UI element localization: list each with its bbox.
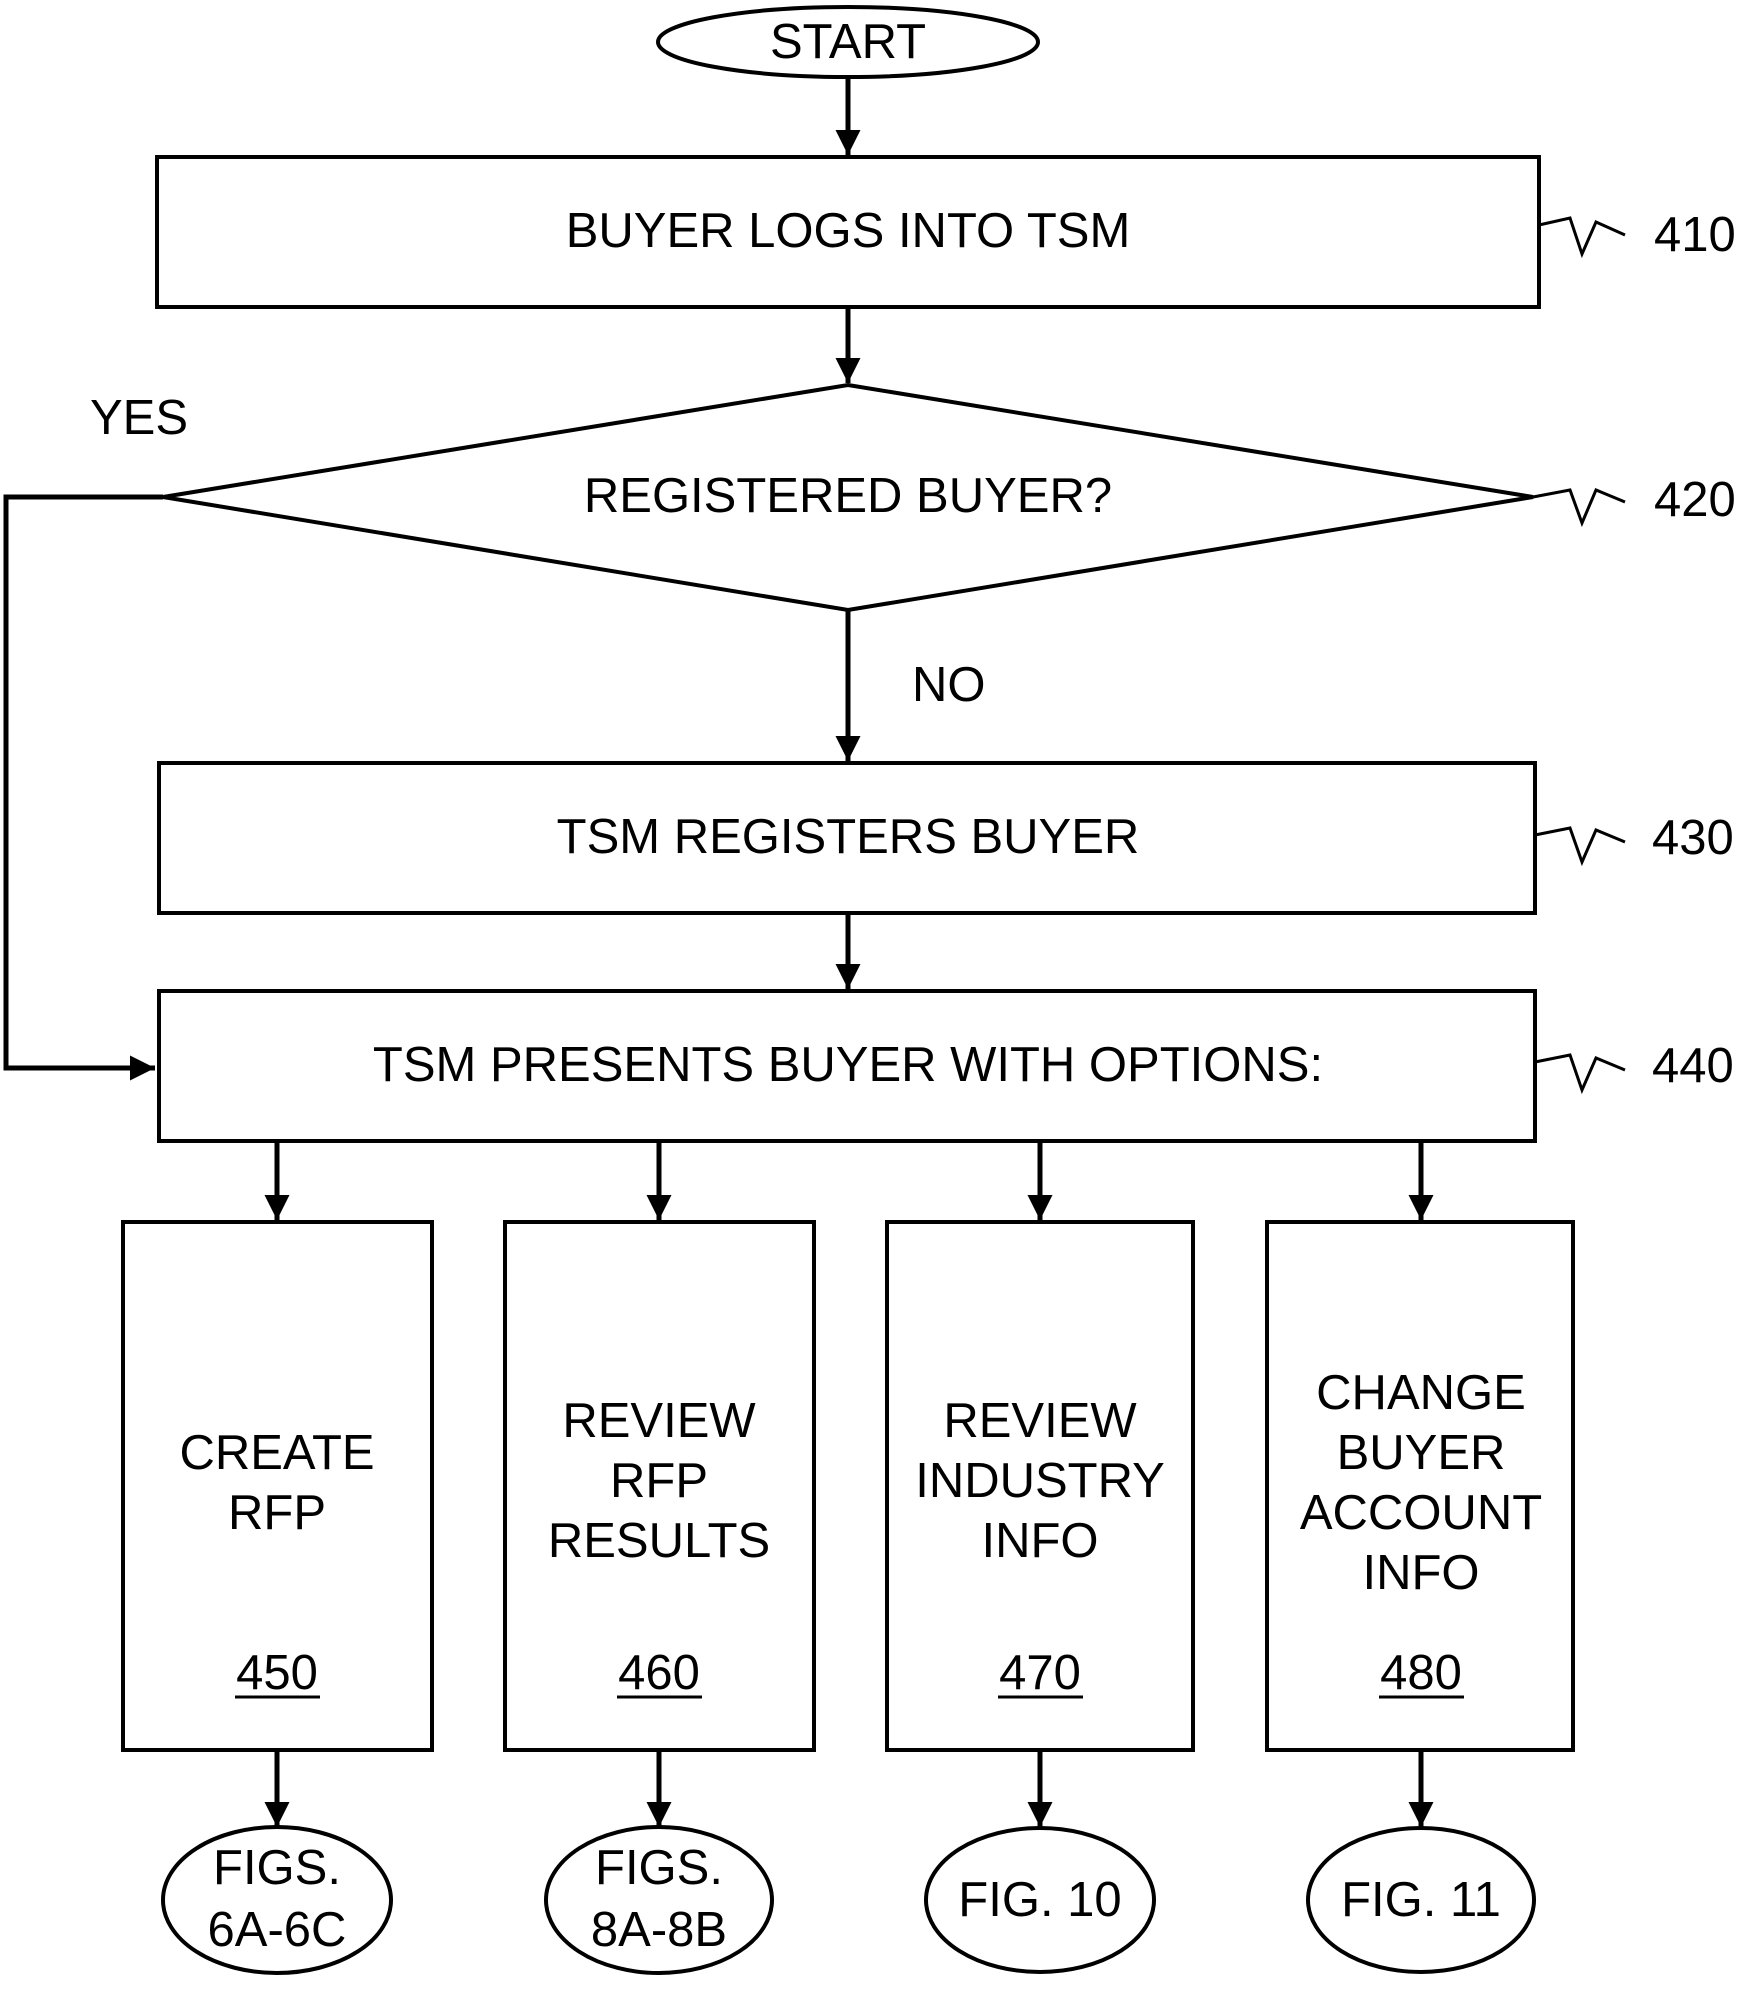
- terminal-fig-11: FIG. 11: [1308, 1828, 1534, 1972]
- step-register: TSM REGISTERS BUYER 430: [159, 763, 1734, 913]
- step-login: BUYER LOGS INTO TSM 410: [157, 157, 1736, 307]
- ref-leader-410: [1539, 218, 1625, 254]
- option-460-ref: 460: [618, 1646, 700, 1700]
- option-review-rfp-results: REVIEW RFP RESULTS 460: [505, 1222, 814, 1750]
- terminal-figs-6a-6c: FIGS. 6A-6C: [163, 1827, 391, 1973]
- start-label: START: [770, 15, 926, 69]
- ref-430: 430: [1652, 811, 1734, 865]
- terminal-figs-8a-8b: FIGS. 8A-8B: [546, 1827, 772, 1973]
- terminal-460-line-1: FIGS.: [595, 1841, 723, 1895]
- step-register-text: TSM REGISTERS BUYER: [557, 810, 1140, 864]
- arrow-yes-path: [6, 497, 163, 1068]
- step-login-text: BUYER LOGS INTO TSM: [566, 204, 1131, 258]
- step-decision: REGISTERED BUYER? 420: [163, 385, 1736, 610]
- terminal-450-line-2: 6A-6C: [208, 1903, 347, 1957]
- terminal-480-line-1: FIG. 11: [1341, 1873, 1501, 1927]
- terminal-460-line-2: 8A-8B: [591, 1903, 727, 1957]
- step-present: TSM PRESENTS BUYER WITH OPTIONS: 440: [159, 991, 1734, 1141]
- ref-420: 420: [1654, 473, 1736, 527]
- option-470-line-1: REVIEW: [943, 1394, 1137, 1448]
- option-460-line-2: RFP: [610, 1454, 708, 1508]
- ref-440: 440: [1652, 1039, 1734, 1093]
- start-terminal: START: [658, 7, 1038, 77]
- option-470-line-2: INDUSTRY: [915, 1454, 1165, 1508]
- ref-leader-440: [1535, 1055, 1625, 1090]
- option-460-line-1: REVIEW: [562, 1394, 756, 1448]
- ref-410: 410: [1654, 208, 1736, 262]
- yes-label: YES: [90, 391, 188, 445]
- option-480-line-3: ACCOUNT: [1300, 1486, 1542, 1540]
- option-470-line-3: INFO: [981, 1514, 1098, 1568]
- option-review-industry-info: REVIEW INDUSTRY INFO 470: [887, 1222, 1193, 1750]
- no-label: NO: [912, 658, 986, 712]
- option-480-line-4: INFO: [1362, 1546, 1479, 1600]
- option-480-line-1: CHANGE: [1316, 1366, 1526, 1420]
- terminal-470-line-1: FIG. 10: [958, 1873, 1121, 1927]
- option-450-line-2: RFP: [228, 1486, 326, 1540]
- terminal-450-line-1: FIGS.: [213, 1841, 341, 1895]
- option-change-buyer-account-info: CHANGE BUYER ACCOUNT INFO 480: [1267, 1222, 1573, 1750]
- terminal-fig-10: FIG. 10: [926, 1828, 1154, 1972]
- option-480-line-2: BUYER: [1337, 1426, 1506, 1480]
- option-450-line-1: CREATE: [179, 1426, 374, 1480]
- option-470-ref: 470: [999, 1646, 1081, 1700]
- option-480-ref: 480: [1380, 1646, 1462, 1700]
- ref-leader-420: [1533, 490, 1625, 523]
- option-create-rfp: CREATE RFP 450: [123, 1222, 432, 1750]
- step-decision-text: REGISTERED BUYER?: [584, 469, 1112, 523]
- option-450-ref: 450: [236, 1646, 318, 1700]
- step-present-text: TSM PRESENTS BUYER WITH OPTIONS:: [373, 1038, 1323, 1092]
- ref-leader-430: [1535, 828, 1625, 862]
- option-460-line-3: RESULTS: [548, 1514, 770, 1568]
